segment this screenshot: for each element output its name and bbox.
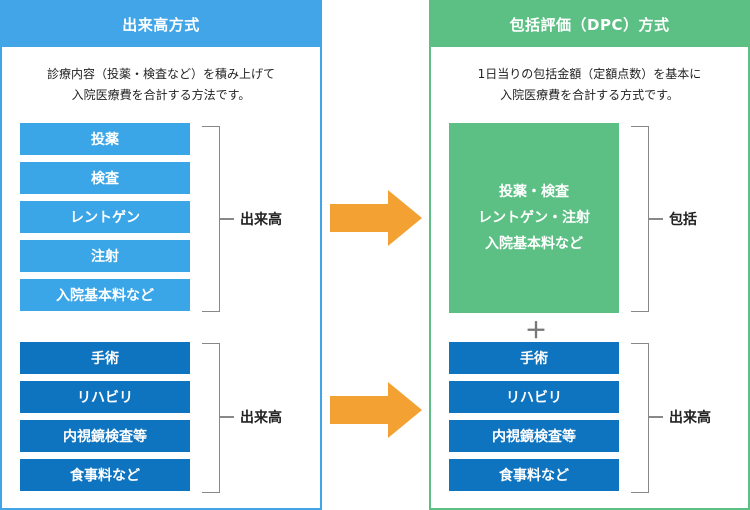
panel-description: 診療内容（投薬・検査など）を積み上げて 入院医療費を合計する方法です。 <box>2 64 320 106</box>
description-line: 診療内容（投薬・検査など）を積み上げて <box>46 67 275 81</box>
item-box: 検査 <box>20 162 190 194</box>
item-box: レントゲン <box>20 201 190 233</box>
item-box: リハビリ <box>449 381 619 413</box>
bundle-line: 投薬・検査 <box>499 184 569 200</box>
bracket-label: 包括 <box>669 212 697 228</box>
description-line: 1日当りの包括金額（定額点数）を基本に <box>477 67 702 81</box>
item-box: 手術 <box>20 342 190 374</box>
item-box: 食事料など <box>20 459 190 491</box>
bundle-line: 入院基本料など <box>485 236 583 252</box>
description-line: 入院医療費を合計する方法です。 <box>71 88 251 102</box>
item-box: 入院基本料など <box>20 279 190 311</box>
bracket-tick <box>220 218 234 220</box>
bracket-label: 出来高 <box>240 410 282 426</box>
item-box: 内視鏡検査等 <box>20 420 190 452</box>
arrow-right-icon <box>330 190 422 246</box>
item-box: 注射 <box>20 240 190 272</box>
plus-icon: ＋ <box>525 319 548 344</box>
bracket <box>631 126 649 312</box>
bracket-tick <box>220 416 234 418</box>
fee-for-service-panel: 出来高方式 診療内容（投薬・検査など）を積み上げて 入院医療費を合計する方法です… <box>0 0 322 510</box>
bracket-tick <box>649 218 663 220</box>
bundled-items-box: 投薬・検査 レントゲン・注射 入院基本料など <box>449 123 619 313</box>
bracket-tick <box>649 416 663 418</box>
bracket <box>202 343 220 493</box>
item-box: リハビリ <box>20 381 190 413</box>
bracket-label: 出来高 <box>669 410 711 426</box>
panel-title: 出来高方式 <box>2 2 320 47</box>
arrow-right-icon <box>330 382 422 438</box>
item-box: 投薬 <box>20 123 190 155</box>
bracket <box>202 126 220 312</box>
bundle-line: レントゲン・注射 <box>478 210 590 226</box>
item-box: 内視鏡検査等 <box>449 420 619 452</box>
bracket-label: 出来高 <box>240 212 282 228</box>
dpc-panel: 包括評価（DPC）方式 1日当りの包括金額（定額点数）を基本に 入院医療費を合計… <box>429 0 750 510</box>
item-box: 手術 <box>449 342 619 374</box>
bracket <box>631 343 649 493</box>
description-line: 入院医療費を合計する方式です。 <box>500 88 679 102</box>
panel-description: 1日当りの包括金額（定額点数）を基本に 入院医療費を合計する方式です。 <box>431 64 748 106</box>
panel-title: 包括評価（DPC）方式 <box>431 2 748 47</box>
item-box: 食事料など <box>449 459 619 491</box>
